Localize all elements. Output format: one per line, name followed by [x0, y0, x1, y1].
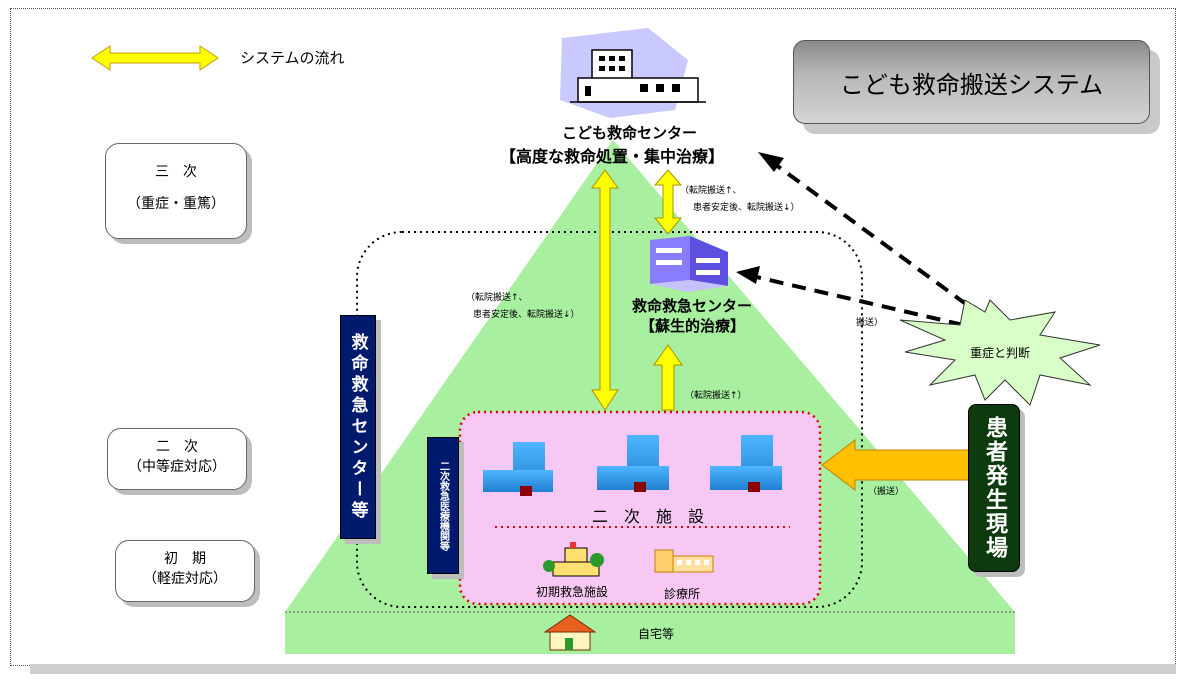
emergency-center-name: 救命救急センター — [632, 297, 753, 315]
primary-facility-icon — [543, 542, 604, 577]
dashed-arrow-head-mid — [736, 266, 760, 284]
level-primary: 初 期 （軽症対応） — [115, 540, 255, 602]
judgement-label: 重症と判断 — [970, 346, 1031, 360]
level-primary-title: 初 期 — [164, 551, 206, 567]
secondary-building-icon-3 — [710, 435, 782, 492]
level-tertiary: 三 次 （重症・重篤） — [105, 143, 247, 239]
secondary-hospitals-box: 二次救急医療機関等 — [427, 437, 459, 574]
secondary-building-icon-2 — [597, 435, 669, 492]
system-title: こども救命搬送システム — [793, 40, 1150, 124]
level-primary-desc: （軽症対応） — [143, 571, 227, 587]
level-secondary-desc: （中等症対応） — [128, 459, 226, 475]
transport-label-1: 搬送） — [856, 318, 884, 328]
home-band — [285, 612, 1015, 654]
secondary-area — [458, 410, 822, 606]
incident-scene-box: 患者発生現場 — [968, 404, 1020, 572]
transfer-left-line2: 患者安定後、転院搬送↓） — [473, 310, 580, 320]
clinic-label: 診療所 — [664, 587, 701, 601]
children-center-role: 【高度な救命処置・集中治療】 — [500, 147, 725, 166]
double-arrow-tall-icon — [591, 169, 619, 411]
transfer-top-line2: 患者安定後、転院搬送↓） — [693, 203, 800, 213]
emergency-center-building-icon — [650, 236, 728, 292]
clinic-icon — [654, 549, 714, 573]
children-center-name: こども救命センター — [562, 124, 698, 142]
home-icon — [543, 614, 597, 651]
double-arrow-short-icon — [653, 169, 683, 235]
legend-arrow-icon — [91, 45, 219, 71]
frame-shadow — [30, 664, 1176, 674]
secondary-facilities-label: 二 次 施 設 — [592, 507, 705, 526]
up-arrow-icon — [653, 344, 683, 411]
home-label: 自宅等 — [638, 627, 675, 641]
level-secondary: 二 次 （中等症対応） — [107, 428, 247, 490]
dashed-arrow-to-top — [770, 160, 987, 320]
secondary-building-icon-1 — [483, 442, 553, 496]
level-tertiary-title: 三 次 — [155, 164, 197, 180]
dashed-arrow-head-top — [758, 152, 784, 172]
transfer-left-line1: （転院搬送↑、 — [466, 293, 528, 303]
level-secondary-title: 二 次 — [156, 439, 198, 455]
emergency-center-role: 【蘇生的治療】 — [640, 317, 746, 335]
primary-facility-label: 初期救急施設 — [536, 585, 609, 599]
dashed-arrow-to-mid — [751, 274, 986, 332]
judgement-burst — [899, 299, 1101, 406]
emergency-centers-box: 救命救急センター等 — [340, 315, 376, 539]
legend-label: システムの流れ — [240, 49, 345, 67]
transport-label-2: （搬送） — [868, 487, 905, 497]
transfer-up-label: （転院搬送↑） — [685, 391, 747, 401]
transfer-top-line1: （転院搬送↑、 — [680, 186, 742, 196]
level-tertiary-desc: （重症・重篤） — [127, 196, 225, 212]
